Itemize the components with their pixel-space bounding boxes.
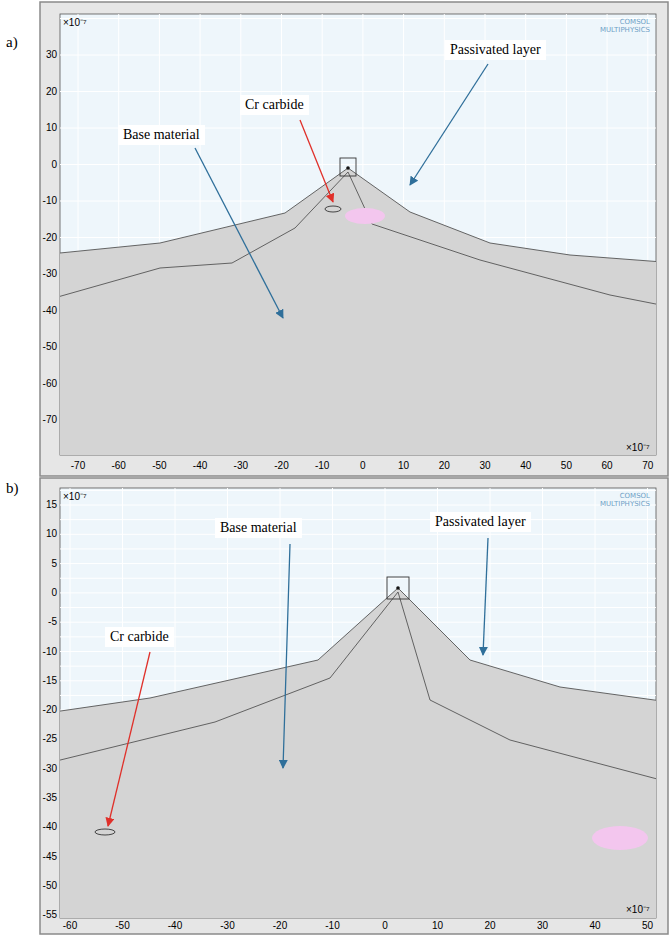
grid-line <box>60 18 656 19</box>
grid-line <box>60 91 656 92</box>
tick-label: 30 <box>528 920 558 932</box>
grid-line <box>60 548 656 549</box>
tick-label: 20 <box>475 920 505 932</box>
leader-arrow <box>410 64 488 185</box>
leader-arrow <box>283 544 290 768</box>
tick-label: -30 <box>213 920 243 932</box>
tick-label: 0 <box>35 158 57 172</box>
tick-label: -20 <box>35 231 57 245</box>
annotation: Passivated layer <box>430 512 531 532</box>
tick-label: -60 <box>55 920 85 932</box>
tick-label: -30 <box>226 460 256 472</box>
tick-label: -10 <box>318 920 348 932</box>
watermark: COMSOL MULTIPHYSICS <box>588 492 650 508</box>
tick-label: 0 <box>370 920 400 932</box>
tick-label: -20 <box>35 703 57 717</box>
annotation: Cr carbide <box>240 95 309 115</box>
tick-label: 60 <box>592 460 622 472</box>
tick-label: 40 <box>580 920 610 932</box>
tick-label: -60 <box>104 460 134 472</box>
tick-label: -40 <box>160 920 190 932</box>
tick-label: -35 <box>35 791 57 805</box>
grid-line <box>60 55 656 56</box>
panel-letter: b) <box>6 480 19 497</box>
tick-label: -15 <box>35 674 57 688</box>
leader-arrow <box>483 538 488 655</box>
tick-label: -50 <box>108 920 138 932</box>
tick-label: 20 <box>429 460 459 472</box>
tick-label: 0 <box>348 460 378 472</box>
geometry <box>60 577 656 918</box>
tick-label: 20 <box>35 85 57 99</box>
tick-label: -55 <box>35 908 57 922</box>
grid-line <box>60 490 656 491</box>
tick-label: 30 <box>470 460 500 472</box>
tick-label: -70 <box>63 460 93 472</box>
grid-line <box>60 607 656 608</box>
annotation: Base material <box>118 125 205 145</box>
tick-label: 10 <box>35 121 57 135</box>
tick-label: -25 <box>35 732 57 746</box>
tick-label: -45 <box>35 850 57 864</box>
grid-line <box>60 519 656 520</box>
tick-label: -30 <box>35 267 57 281</box>
tick-label: -50 <box>35 879 57 893</box>
tick-label: -10 <box>35 194 57 208</box>
watermark: COMSOL MULTIPHYSICS <box>588 18 650 34</box>
tick-label: 15 <box>35 498 57 512</box>
grid <box>60 488 656 918</box>
axis-exponent: ×10⁻⁷ <box>63 489 87 503</box>
grid-line <box>60 592 656 593</box>
annotation: Base material <box>215 518 302 538</box>
tick-label: -30 <box>35 762 57 776</box>
tick-label: -70 <box>35 413 57 427</box>
cr-carbide <box>325 206 341 212</box>
tick-label: -40 <box>35 304 57 318</box>
tick-label: 40 <box>511 460 541 472</box>
tick-label: -40 <box>185 460 215 472</box>
leader-arrow <box>300 120 333 202</box>
tick-label: 5 <box>35 557 57 571</box>
tick-label: -10 <box>35 645 57 659</box>
tick-label: 10 <box>423 920 453 932</box>
axis-exponent: ×10⁻⁷ <box>626 440 650 454</box>
tick-label: -60 <box>35 377 57 391</box>
tick-label: 50 <box>633 920 663 932</box>
tick-label: -20 <box>265 920 295 932</box>
tick-label: 10 <box>389 460 419 472</box>
tick-label: -50 <box>35 340 57 354</box>
grid-line <box>60 164 656 165</box>
panel-letter: a) <box>6 34 18 51</box>
tick-label: -10 <box>307 460 337 472</box>
axis-exponent: ×10⁻⁷ <box>626 902 650 916</box>
grid <box>60 14 656 455</box>
cr-carbide <box>95 829 115 835</box>
pink-region <box>592 826 648 850</box>
tick-label: -20 <box>267 460 297 472</box>
annotation: Passivated layer <box>445 40 546 60</box>
grid-line <box>60 563 656 564</box>
leader-arrow <box>195 148 283 318</box>
tick-label: -50 <box>144 460 174 472</box>
leader-arrow <box>108 652 150 826</box>
annotation: Cr carbide <box>105 627 174 647</box>
grid-line <box>60 534 656 535</box>
grid-line <box>60 578 656 579</box>
grid-line <box>60 505 656 506</box>
tick-label: 30 <box>35 48 57 62</box>
tick-label: 50 <box>551 460 581 472</box>
tick-label: -40 <box>35 820 57 834</box>
tick-label: 0 <box>35 586 57 600</box>
tick-label: 10 <box>35 527 57 541</box>
pink-region <box>345 208 385 224</box>
geometry <box>60 158 656 455</box>
grid-line <box>60 622 656 623</box>
tick-label: 70 <box>633 460 663 472</box>
tick-label: -5 <box>35 615 57 629</box>
axis-exponent: ×10⁻⁷ <box>63 15 87 29</box>
